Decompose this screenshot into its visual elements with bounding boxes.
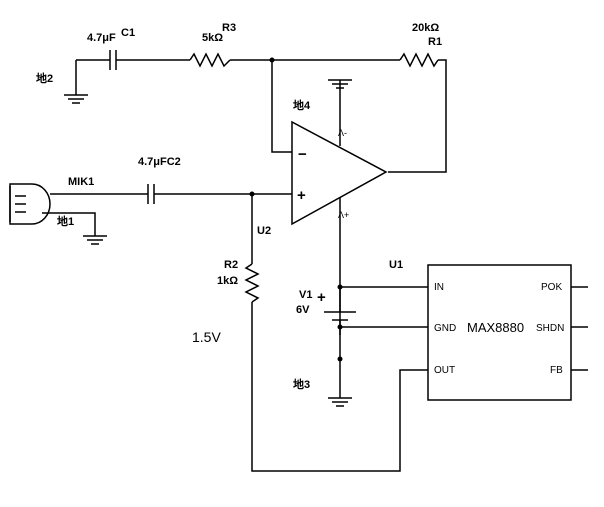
voltage-annotation: 1.5V [192, 329, 221, 345]
r2-value-label: 1kΩ [217, 275, 238, 287]
ic-pin-pok: POK [541, 282, 562, 293]
opamp-minus-sign: − [298, 146, 307, 163]
opamp-ref-label: U2 [257, 225, 271, 237]
ground-1-label: 地1 [57, 214, 74, 228]
inverting-input-wire [271, 60, 292, 153]
ground-4-label: 地4 [293, 98, 311, 112]
c1-ref-label: C1 [121, 27, 135, 39]
microphone-mik1 [9, 183, 51, 225]
ground-2-net [64, 60, 88, 104]
ic-pin-in: IN [434, 282, 444, 293]
opamp-v-plus-label: Λ+ [338, 210, 349, 220]
opamp-v-minus-label: Λ- [338, 128, 347, 138]
r2-ref-label: R2 [224, 259, 238, 271]
resistor-r2 [244, 194, 428, 472]
battery-value-label: 6V [296, 304, 310, 316]
battery-plus-sign: + [317, 289, 326, 306]
capacitor-c1 [76, 50, 190, 70]
battery-v1 [324, 284, 428, 398]
ic-pin-shdn: SHDN [536, 323, 564, 334]
r1-value-label: 20kΩ [412, 22, 439, 34]
battery-ref-label: V1 [299, 289, 312, 301]
r3-ref-label: R3 [222, 22, 236, 34]
opamp-plus-sign: + [297, 187, 306, 204]
capacitor-c2 [147, 184, 292, 204]
c2-label: 4.7μFC2 [138, 156, 181, 168]
ground-4-net [328, 79, 352, 89]
resistor-r1 [388, 52, 447, 173]
ground-3-net [328, 397, 352, 407]
ic-part-label: MAX8880 [467, 320, 524, 335]
ic-pin-gnd: GND [434, 323, 456, 334]
mic-ref-label: MIK1 [68, 176, 94, 188]
ic-pin-fb: FB [550, 365, 563, 376]
ground-3-label: 地3 [293, 377, 310, 391]
ground-1-net [42, 212, 107, 245]
r1-ref-label: R1 [428, 36, 442, 48]
r3-value-label: 5kΩ [202, 32, 223, 44]
c1-value-label: 4.7μF [87, 32, 116, 44]
ic-ref-label: U1 [389, 259, 403, 271]
ground-2-label: 地2 [36, 71, 53, 85]
ic-u1 [427, 264, 588, 401]
resistor-r3 [189, 52, 400, 68]
ic-pin-out: OUT [434, 365, 455, 376]
